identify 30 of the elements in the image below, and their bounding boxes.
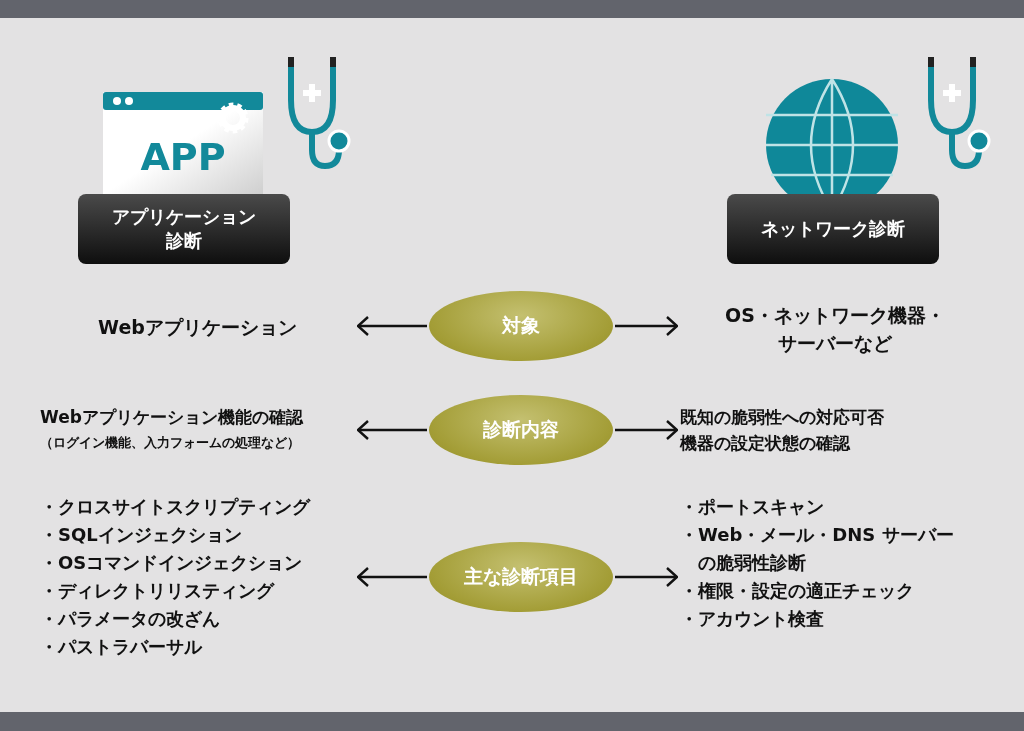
arrow xyxy=(356,315,427,337)
category-label: 診断内容 xyxy=(483,417,559,442)
arrow xyxy=(356,419,427,441)
title-banner xyxy=(78,194,290,264)
list-item-text: ・ポートスキャン xyxy=(680,495,824,519)
description-text: Webアプリケーション機能の確認 xyxy=(40,406,303,429)
description-text: 機器の設定状態の確認 xyxy=(680,432,850,455)
banner-text: ネットワーク診断 xyxy=(760,217,906,241)
category-label: 対象 xyxy=(502,313,540,338)
list-item-text: ・Web・メール・DNS サーバーの脆弱性診断 xyxy=(680,523,955,575)
banner-text: アプリケーション診断 xyxy=(111,205,257,253)
category-label: 主な診断項目 xyxy=(464,564,578,589)
arrow xyxy=(356,566,427,588)
list-item-text: ・アカウント検査 xyxy=(680,607,824,631)
list-item-text: ・権限・設定の適正チェック xyxy=(680,579,914,603)
arrow xyxy=(615,419,679,441)
list-item-text: ・パストラバーサル xyxy=(40,635,202,659)
list-item-text: ・パラメータの改ざん xyxy=(40,607,220,631)
list-item-text: ・ディレクトリリスティング xyxy=(40,579,274,603)
description-text: OS・ネットワーク機器・サーバーなど xyxy=(724,303,946,356)
list-item-text: ・クロスサイトスクリプティング xyxy=(40,495,310,519)
arrow xyxy=(615,315,679,337)
title-banner xyxy=(727,194,939,264)
list-item-text: ・OSコマンドインジェクション xyxy=(40,551,303,575)
arrow xyxy=(615,566,679,588)
description-text: 既知の脆弱性への対応可否 xyxy=(680,406,884,429)
description-text: Webアプリケーション xyxy=(98,315,297,340)
description-text: （ログイン機能、入力フォームの処理など） xyxy=(40,434,300,452)
list-item-text: ・SQLインジェクション xyxy=(40,523,242,547)
app-label: APP xyxy=(140,135,226,179)
